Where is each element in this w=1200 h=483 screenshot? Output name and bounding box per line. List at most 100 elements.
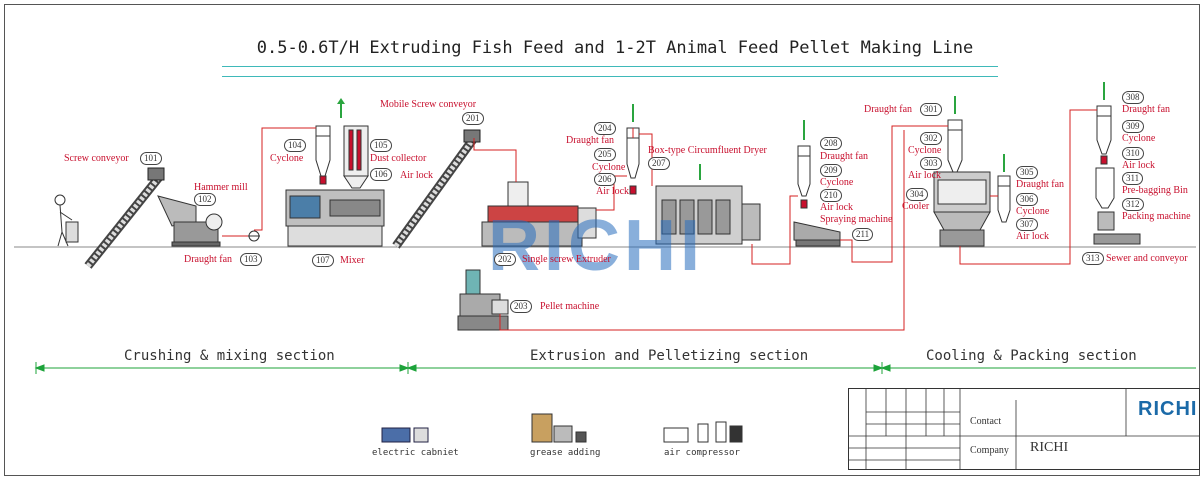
label-air-lock-210: Air lock [820, 202, 854, 213]
tag-309: 309 [1122, 120, 1144, 133]
tag-104: 104 [284, 139, 306, 152]
section-cooling-packing: Cooling & Packing section [926, 348, 1137, 364]
tag-302: 302 [920, 132, 942, 145]
tag-106: 106 [370, 168, 392, 181]
cyclone-309 [1096, 105, 1112, 165]
tag-202: 202 [494, 253, 516, 266]
title-underline-bottom [222, 76, 998, 77]
label-cooler: Cooler [902, 201, 930, 212]
company-value: RICHI [1030, 440, 1069, 455]
cyclone-104 [315, 125, 331, 185]
tag-209: 209 [820, 164, 842, 177]
tag-201: 201 [462, 112, 484, 125]
pre-bagging-bin-311 [1095, 167, 1115, 209]
label-air-lock-303: Air lock [908, 170, 942, 181]
label-air-lock-106: Air lock [400, 170, 434, 181]
drawing-title: 0.5-0.6T/H Extruding Fish Feed and 1-2T … [256, 38, 974, 58]
tag-312: 312 [1122, 198, 1144, 211]
label-cyclone-306: Cyclone [1016, 206, 1050, 217]
air-compressor-icon [663, 421, 743, 443]
cyclone-209 [797, 145, 811, 209]
label-draught-fan-305: Draught fan [1016, 179, 1065, 190]
tag-206: 206 [594, 173, 616, 186]
tag-310: 310 [1122, 147, 1144, 160]
caption-electric-cabinet: electric cabniet [372, 448, 459, 458]
tag-313: 313 [1082, 252, 1104, 265]
label-pellet-machine: Pellet machine [540, 301, 600, 312]
cooler-304 [933, 171, 991, 247]
tag-105: 105 [370, 139, 392, 152]
label-dust-collector: Dust collector [370, 153, 427, 164]
caption-air-compressor: air compressor [664, 448, 740, 458]
label-cyclone-309: Cyclone [1122, 133, 1156, 144]
label-hammer-mill: Hammer mill [194, 182, 248, 193]
label-single-screw-extruder: Single screw Extruder [522, 254, 611, 265]
pipelines [222, 109, 1097, 331]
tag-207: 207 [648, 157, 670, 170]
tag-102: 102 [194, 193, 216, 206]
cyclone-302 [947, 119, 963, 173]
box-type-dryer-207 [655, 185, 761, 245]
dust-collector-105 [343, 125, 369, 189]
caption-grease-adding: grease adding [530, 448, 601, 458]
tag-205: 205 [594, 148, 616, 161]
label-cyclone-205: Cyclone [592, 162, 626, 173]
section-dimension-lines [34, 362, 1196, 374]
tag-103: 103 [240, 253, 262, 266]
draught-fan-103 [248, 230, 260, 242]
label-cyclone-302: Cyclone [908, 145, 942, 156]
tag-204: 204 [594, 122, 616, 135]
packing-machine-312 [1093, 211, 1141, 245]
hammer-mill-102 [157, 195, 223, 247]
label-mixer: Mixer [340, 255, 365, 266]
label-mobile-screw-conveyor: Mobile Screw conveyor [380, 99, 477, 110]
cyclone-306 [997, 175, 1011, 223]
single-screw-extruder-202 [481, 181, 597, 247]
tag-203: 203 [510, 300, 532, 313]
pellet-machine-203 [457, 269, 509, 331]
company-label: Company [970, 445, 1009, 456]
electric-cabinet-icon [381, 427, 429, 443]
label-spraying-machine: Spraying machine [820, 214, 893, 225]
grease-adding-icon [531, 413, 587, 443]
tag-311: 311 [1122, 172, 1144, 185]
tag-210: 210 [820, 189, 842, 202]
tag-107: 107 [312, 254, 334, 267]
screw-conveyor-101 [84, 167, 165, 269]
tag-308: 308 [1122, 91, 1144, 104]
section-extrusion-pelletizing: Extrusion and Pelletizing section [530, 348, 809, 364]
label-screw-conveyor: Screw conveyor [64, 153, 129, 164]
label-cyclone-209: Cyclone [820, 177, 854, 188]
label-draught-fan-308: Draught fan [1122, 104, 1171, 115]
tag-303: 303 [920, 157, 942, 170]
label-air-lock-310: Air lock [1122, 160, 1156, 171]
title-block-grid [848, 388, 1200, 470]
richi-watermark: RICHI [488, 206, 704, 286]
label-dryer: Box-type Circumfluent Dryer [648, 145, 767, 156]
label-draught-fan-103: Draught fan [184, 254, 233, 265]
contact-label: Contact [970, 416, 1002, 427]
tag-304: 304 [906, 188, 928, 201]
label-draught-fan-204: Draught fan [566, 135, 615, 146]
tag-307: 307 [1016, 218, 1038, 231]
tag-211: 211 [852, 228, 874, 241]
tag-305: 305 [1016, 166, 1038, 179]
tag-301: 301 [920, 103, 942, 116]
section-crushing-mixing: Crushing & mixing section [124, 348, 335, 364]
label-air-lock-206: Air lock [596, 186, 630, 197]
label-packing-machine: Packing machine [1122, 211, 1191, 222]
mobile-screw-conveyor-201 [392, 129, 481, 249]
label-cyclone-104: Cyclone [270, 153, 304, 164]
richi-logo: RICHI [1138, 398, 1198, 420]
tag-306: 306 [1016, 193, 1038, 206]
label-pre-bagging-bin: Pre-bagging Bin [1122, 185, 1188, 196]
tag-101: 101 [140, 152, 162, 165]
title-underline-top [222, 66, 998, 67]
mixer-107 [285, 189, 385, 247]
label-air-lock-307: Air lock [1016, 231, 1050, 242]
spraying-machine-211 [793, 221, 841, 247]
worker-figure [54, 194, 79, 247]
label-sewer-and-conveyor: Sewer and conveyor [1106, 253, 1188, 264]
tag-208: 208 [820, 137, 842, 150]
